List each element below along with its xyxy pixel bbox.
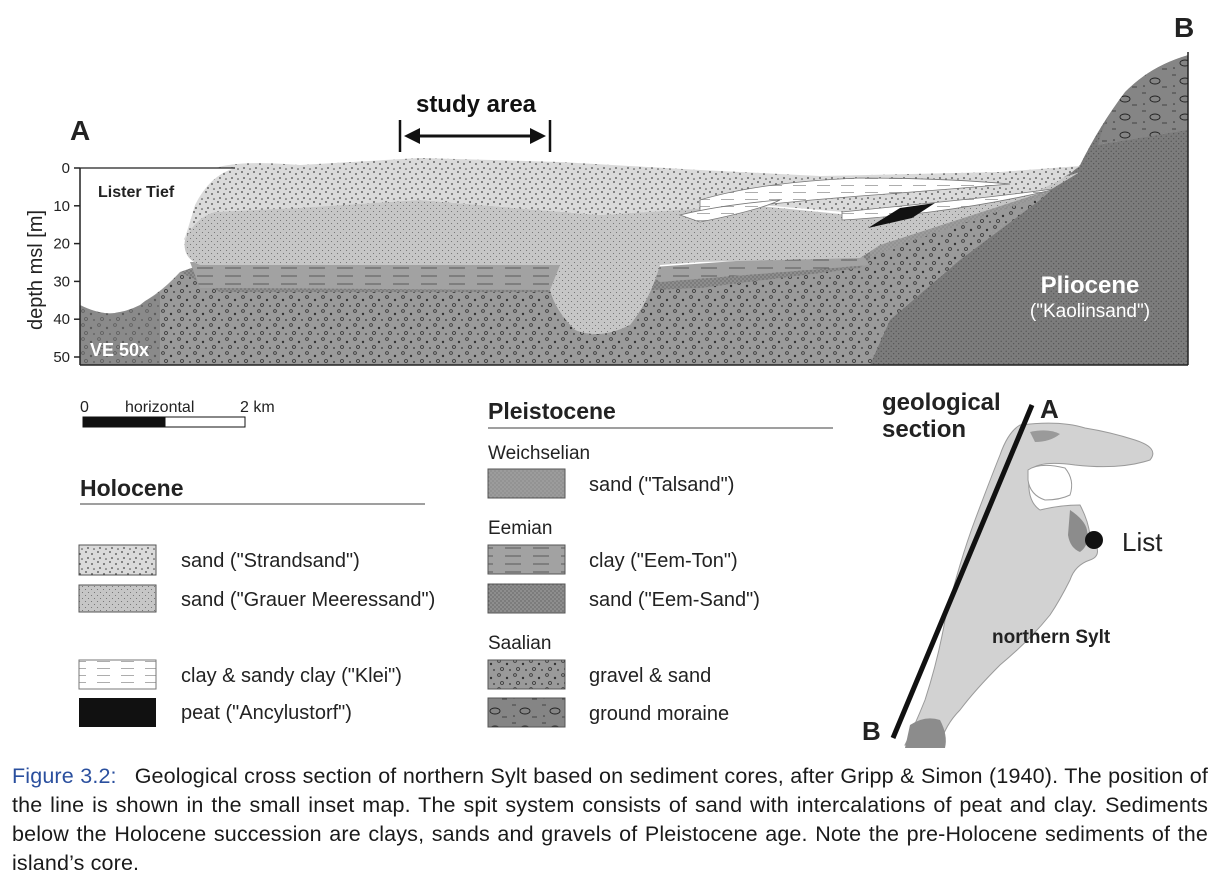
legend-peat: peat ("Ancylustorf") <box>181 702 352 724</box>
swatch-gravel <box>487 659 566 690</box>
scale-label: horizontal <box>125 399 194 416</box>
legend-holocene: Holocene sand ("Strandsand") sand ("Grau… <box>78 475 435 727</box>
swatch-peat <box>79 698 156 727</box>
swatch-moraine <box>487 697 566 728</box>
label-a: A <box>70 115 90 146</box>
legend-gravel: gravel & sand <box>589 665 711 687</box>
layer-moraine-left <box>80 292 160 365</box>
legend-pleistocene: Pleistocene Weichselian sand ("Talsand")… <box>487 398 833 728</box>
pliocene-title: Pliocene <box>1041 272 1140 299</box>
inset-point-b: B <box>862 716 881 746</box>
group-weichselian: Weichselian <box>488 443 590 464</box>
swatch-eem-ton <box>487 544 566 575</box>
layer-klei-2 <box>678 199 781 223</box>
group-eemian: Eemian <box>488 518 552 539</box>
layer-meeressand <box>184 172 1081 334</box>
inset-town-list: List <box>1122 527 1163 557</box>
island-dune-2 <box>1030 430 1060 442</box>
y-tick-label: 30 <box>53 273 70 290</box>
pliocene-subtitle: ("Kaolinsand") <box>1030 301 1150 322</box>
swatch-klei <box>78 659 157 690</box>
swatch-meeressand <box>78 584 157 613</box>
swatch-strandsand <box>78 544 157 576</box>
section-line <box>890 404 1035 739</box>
y-axis: 0 10 20 30 40 50 <box>53 160 81 366</box>
swatch-talsand <box>487 468 566 499</box>
lister-tief-label: Lister Tief <box>98 184 175 201</box>
y-tick-label: 20 <box>53 236 70 253</box>
caption-text: Geological cross section of northern Syl… <box>12 764 1208 875</box>
group-saalian: Saalian <box>488 633 551 654</box>
inset-map: geological section A B List northern Syl… <box>862 389 1163 748</box>
swatch-eem-sand <box>487 583 566 614</box>
caption-label: Figure 3.2: <box>12 764 117 788</box>
island-dune-1 <box>1068 510 1088 552</box>
holocene-title: Holocene <box>80 475 184 501</box>
legend-strandsand: sand ("Strandsand") <box>181 550 360 572</box>
cross-section: 0 10 20 30 40 50 depth msl [m] A B study area… <box>25 12 1194 366</box>
y-tick-label: 0 <box>62 160 70 177</box>
inset-region: northern Sylt <box>992 627 1111 648</box>
study-area-arrow <box>398 120 552 152</box>
study-area-label: study area <box>416 91 537 118</box>
layer-klei-1 <box>699 177 1011 213</box>
layer-moraine-cap <box>1098 55 1188 145</box>
figure-canvas: 0 10 20 30 40 50 depth msl [m] A B study area… <box>25 12 1194 748</box>
bay-cutout <box>1027 464 1073 501</box>
y-axis-label: depth msl [m] <box>25 210 47 330</box>
list-marker <box>1085 531 1103 549</box>
scale-start: 0 <box>80 399 89 416</box>
lister-tief-channel <box>80 168 235 313</box>
legend-moraine: ground moraine <box>589 703 729 725</box>
label-b: B <box>1174 12 1194 43</box>
legend-eem-ton: clay ("Eem-Ton") <box>589 550 738 572</box>
sky-right <box>1075 40 1188 165</box>
inset-title-2: section <box>882 416 966 443</box>
layer-peat <box>868 203 935 228</box>
legend-klei: clay & sandy clay ("Klei") <box>181 665 402 687</box>
ve-label: VE 50x <box>90 340 149 360</box>
inset-title-1: geological <box>882 389 1001 416</box>
layer-eem-clay-right <box>640 252 870 282</box>
scale-bar: 0 horizontal 2 km <box>80 399 275 428</box>
island-dune-3 <box>905 718 946 748</box>
pleistocene-title: Pleistocene <box>488 398 616 424</box>
scale-end: 2 km <box>240 399 275 416</box>
legend-talsand: sand ("Talsand") <box>589 474 734 496</box>
figure-caption: Figure 3.2:Geological cross section of n… <box>12 762 1208 878</box>
y-tick-label: 50 <box>53 349 70 366</box>
legend-eem-sand: sand ("Eem-Sand") <box>589 589 760 611</box>
y-tick-label: 10 <box>53 198 70 215</box>
inset-point-a: A <box>1040 394 1059 424</box>
y-tick-label: 40 <box>53 311 70 328</box>
layer-eem-clay <box>190 262 560 290</box>
island-shape <box>904 422 1154 746</box>
legend-meeressand: sand ("Grauer Meeressand") <box>181 589 435 611</box>
